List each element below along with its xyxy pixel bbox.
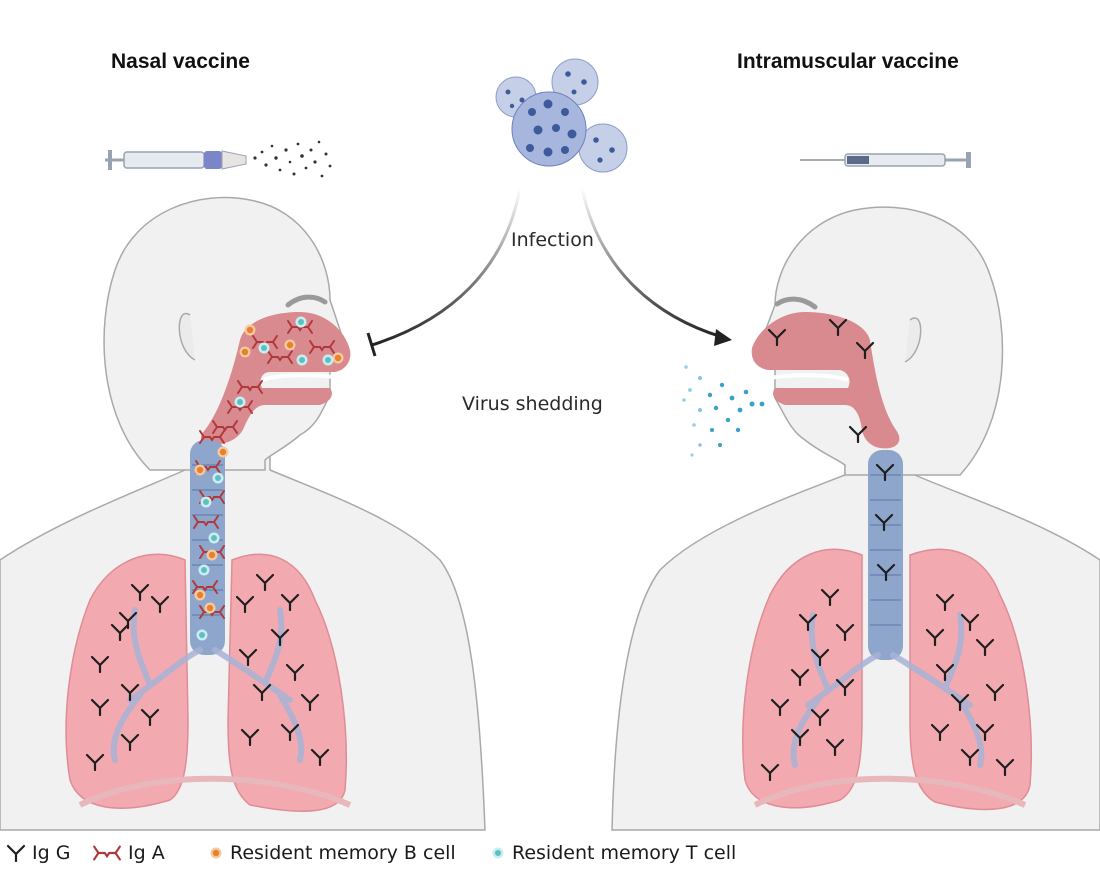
left-lung-right-lobe (65, 553, 189, 809)
legend-item-b-cell: Resident memory B cell (208, 840, 456, 866)
nasal-vaccine-title: Nasal vaccine (111, 50, 250, 73)
right-figure (611, 206, 1100, 831)
left-trachea (190, 440, 225, 655)
legend-label-b-cell: Resident memory B cell (230, 842, 456, 864)
legend-label-t-cell: Resident memory T cell (512, 842, 737, 864)
t-cell-icon (492, 847, 504, 859)
igg-icon (6, 844, 26, 863)
nasal-spray-syringe-icon (105, 150, 247, 170)
right-ear (904, 317, 922, 363)
legend-label-igg: Ig G (32, 842, 71, 864)
legend-label-iga: Ig A (128, 842, 165, 864)
intramuscular-syringe-icon (800, 152, 971, 168)
right-trachea (868, 450, 903, 660)
iga-icon (93, 845, 121, 861)
infection-arrow (580, 187, 732, 346)
left-ear (178, 312, 196, 361)
virus-shedding-label: Virus shedding (462, 393, 603, 415)
right-lung-right-lobe (742, 548, 863, 809)
right-airway (751, 312, 900, 449)
spray-mist (253, 140, 332, 178)
intramuscular-vaccine-title: Intramuscular vaccine (737, 50, 959, 73)
infection-label: Infection (511, 229, 594, 251)
blocked-infection-arrow (366, 187, 522, 357)
b-cell-icon (210, 847, 222, 859)
left-figure (0, 196, 486, 831)
legend: Ig G Ig A Resident memory B cell Residen… (0, 832, 1100, 872)
left-lung-left-lobe (227, 553, 347, 812)
legend-item-igg: Ig G (6, 840, 70, 866)
virus-cluster-icon (495, 58, 628, 173)
right-lung-left-lobe (909, 548, 1032, 811)
legend-item-iga: Ig A (92, 840, 165, 866)
right-head (758, 206, 1004, 476)
virus-droplets-icon (682, 365, 765, 457)
legend-item-t-cell: Resident memory T cell (490, 840, 736, 866)
